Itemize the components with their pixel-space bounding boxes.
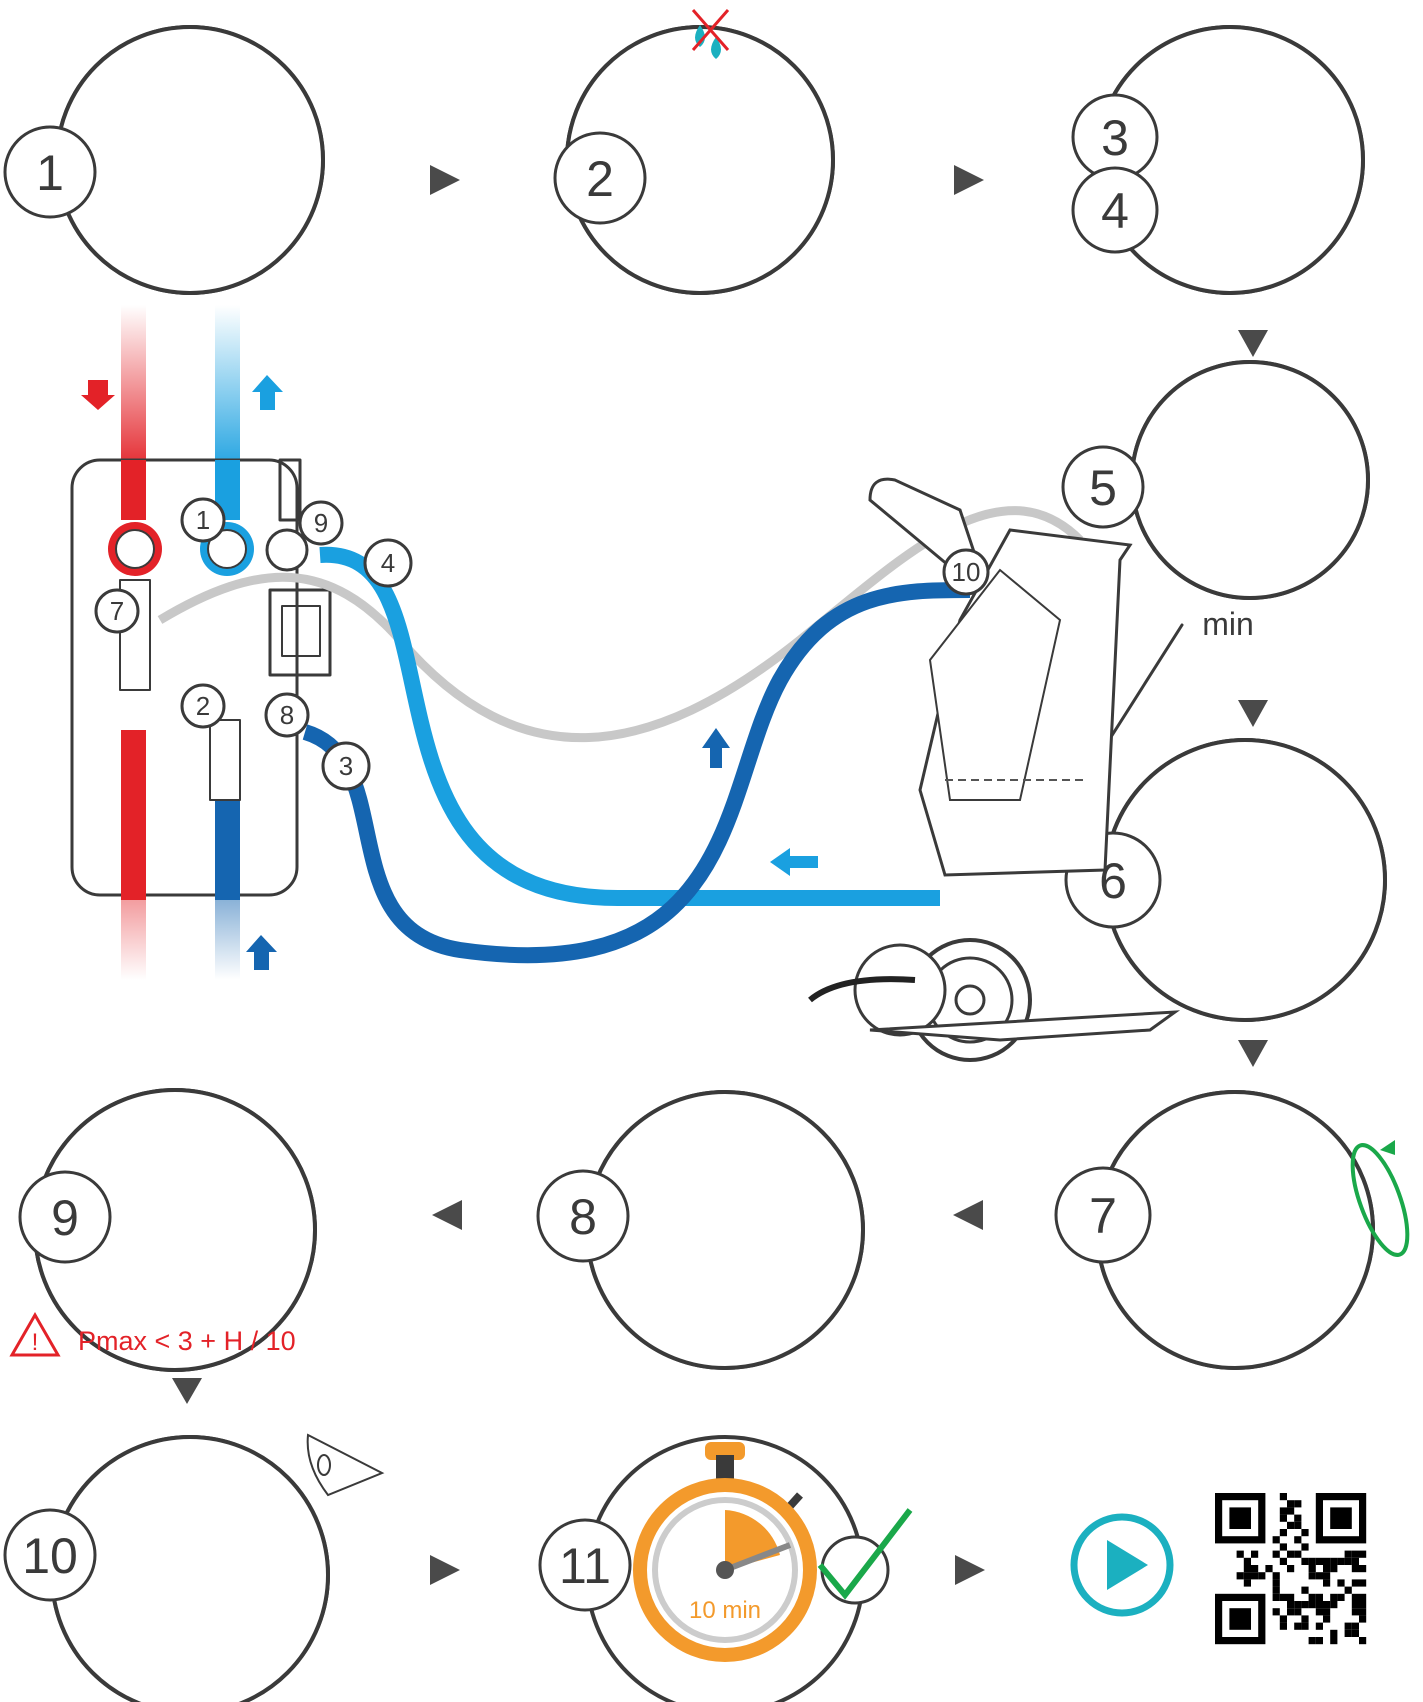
play-icon[interactable] <box>1074 1517 1170 1613</box>
arrow-right-icon <box>430 165 460 195</box>
arrow-left-icon <box>953 1200 983 1230</box>
timer-label: 10 min <box>689 1597 761 1624</box>
step-10-panel: 10 <box>5 1430 382 1702</box>
device-callout-9: 9 <box>300 502 342 544</box>
svg-text:10: 10 <box>952 557 981 587</box>
step-8-badge: 8 <box>538 1171 628 1261</box>
warning-icon: ! <box>32 1329 39 1356</box>
step-8-number: 8 <box>569 1189 597 1245</box>
arrow-right-icon <box>954 165 984 195</box>
hydraulic-block: 1 7 2 8 9 <box>72 305 342 980</box>
svg-text:2: 2 <box>196 691 210 721</box>
svg-text:1: 1 <box>196 505 210 535</box>
step-2-badge: 2 <box>555 133 645 223</box>
step-5-number: 5 <box>1089 460 1117 516</box>
arrow-down-icon <box>1238 700 1268 727</box>
step-3-badge: 3 <box>1073 95 1157 179</box>
arrow-down-icon <box>172 1378 202 1404</box>
device-callout-1: 1 <box>182 499 224 541</box>
svg-text:7: 7 <box>110 596 124 626</box>
eye-icon <box>308 1435 382 1495</box>
qr-code[interactable] <box>1215 1493 1366 1644</box>
svg-text:4: 4 <box>381 548 395 578</box>
step-6-panel: ON 6 <box>1066 740 1385 1020</box>
svg-text:8: 8 <box>280 700 294 730</box>
step-11-number: 11 <box>559 1538 611 1594</box>
device-callout-3: 3 <box>323 743 369 789</box>
step-1-panel: 1 <box>5 20 323 320</box>
step-9-badge: 9 <box>20 1172 110 1262</box>
step-8-panel: 8 <box>538 1092 870 1368</box>
step-11-panel: 10 min 11 <box>540 1437 910 1702</box>
step-10-number: 10 <box>22 1528 78 1584</box>
arrow-left-icon <box>432 1200 462 1230</box>
step-7-number: 7 <box>1089 1188 1117 1244</box>
step-2-panel: 2 <box>555 10 882 358</box>
step-3-4-panel: 3 4 <box>1073 20 1380 293</box>
min-label: min <box>1202 606 1254 642</box>
device-callout-10: 10 <box>944 550 988 594</box>
arrow-right-icon <box>955 1555 985 1585</box>
svg-text:3: 3 <box>339 751 353 781</box>
svg-text:9: 9 <box>314 508 328 538</box>
step-2-number: 2 <box>586 151 614 207</box>
step-10-badge: 10 <box>5 1510 95 1600</box>
step-1-number: 1 <box>36 145 64 201</box>
step-7-badge: 7 <box>1056 1168 1150 1262</box>
filling-device: 10 <box>810 479 1175 1060</box>
step-1-badge: 1 <box>5 127 95 217</box>
step-11-badge: 11 <box>540 1520 630 1610</box>
step-4-number: 4 <box>1101 183 1129 239</box>
device-callout-4: 4 <box>365 540 411 586</box>
arrow-down-icon <box>1238 1040 1268 1067</box>
pressure-formula: Pmax < 3 + H / 10 <box>78 1326 296 1356</box>
step-4-badge: 4 <box>1073 168 1157 252</box>
device-callout-2: 2 <box>182 685 224 727</box>
step-5-badge: 5 <box>1063 447 1143 527</box>
arrow-down-icon <box>1238 330 1268 357</box>
step-3-number: 3 <box>1101 110 1129 166</box>
step-7-panel: 7 <box>1056 1090 1419 1370</box>
device-callout-7: 7 <box>96 590 138 632</box>
arrow-right-icon <box>430 1555 460 1585</box>
step-9-number: 9 <box>51 1190 79 1246</box>
device-callout-8: 8 <box>266 694 308 736</box>
